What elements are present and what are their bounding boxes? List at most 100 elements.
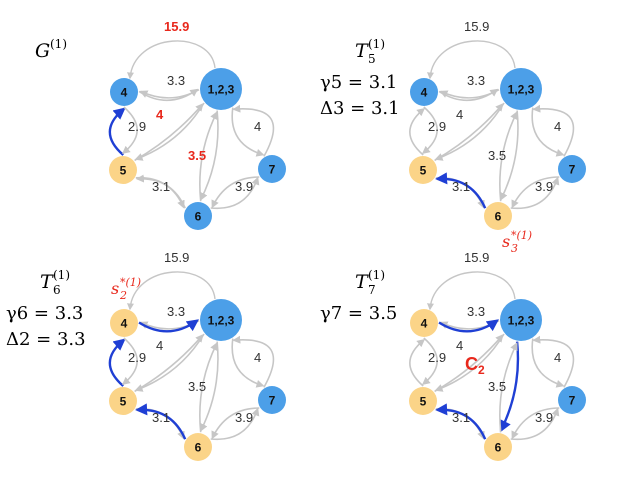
edge-n6-to-n7 <box>510 407 560 441</box>
edge-n7-to-n123 <box>532 104 575 157</box>
panel-value-line: γ6 = 3.3 <box>6 303 83 324</box>
edge-weight-label: 4 <box>156 338 163 353</box>
node-label: 4 <box>421 86 428 100</box>
panel-title-subscript: 5 <box>368 52 376 66</box>
edge-n5-to-n123 <box>134 103 204 162</box>
edge-n7-to-n123 <box>532 335 575 388</box>
panel-value-line: Δ3 = 3.1 <box>320 98 400 119</box>
edge-n123-to-n6 <box>500 110 519 201</box>
edge-n4-to-n123 <box>438 319 499 333</box>
edge-weight-label: 2.9 <box>428 350 446 365</box>
edge-n6-to-n123 <box>499 342 518 433</box>
edge-n6-to-n5 <box>135 403 187 440</box>
edge-weight-label: 3.9 <box>535 410 553 425</box>
node-n7 <box>258 386 286 414</box>
node-label: 6 <box>495 210 502 224</box>
edge-n123-to-n7 <box>231 107 265 157</box>
edge-n4-to-n5 <box>421 106 438 155</box>
edge-weight-label: 15.9 <box>164 250 189 265</box>
edge-n123-to-n6 <box>200 110 219 201</box>
edge-weight-label: 3.3 <box>167 73 185 88</box>
edge-123-to-4-long <box>127 271 216 311</box>
edge-n5-to-n123 <box>434 334 504 393</box>
node-n5 <box>109 156 137 184</box>
panel-title: T <box>355 40 369 62</box>
edge-123-to-4-long <box>427 271 516 311</box>
node-label: 1,2,3 <box>208 314 235 328</box>
edge-n123-to-n7 <box>531 338 565 388</box>
edge-weight-label: 4 <box>456 107 463 122</box>
node-label: 1,2,3 <box>508 83 535 97</box>
edge-weight-label: 3.9 <box>535 179 553 194</box>
edge-weight-label: 15.9 <box>164 19 189 34</box>
edge-n6-to-n123 <box>199 342 218 433</box>
optimal-node-subscript: 2 <box>119 289 127 302</box>
edge-weight-label: 3.1 <box>152 410 170 425</box>
edge-weight-label: 3.5 <box>488 148 506 163</box>
edge-weight-label: 3.5 <box>188 379 206 394</box>
node-n6 <box>484 202 512 230</box>
node-n123 <box>500 299 542 341</box>
node-label: 5 <box>420 164 427 178</box>
cycle-label: C <box>465 354 478 374</box>
node-n6 <box>484 433 512 461</box>
edge-weight-label: 4 <box>156 107 164 122</box>
edge-weight-label: 3.1 <box>452 179 470 194</box>
node-n5 <box>409 387 437 415</box>
panel-title-superscript: (1) <box>368 268 385 282</box>
node-n123 <box>200 299 242 341</box>
node-n4 <box>410 78 438 106</box>
node-label: 6 <box>495 441 502 455</box>
node-n7 <box>258 155 286 183</box>
node-label: 7 <box>269 394 276 408</box>
node-label: 1,2,3 <box>508 314 535 328</box>
edge-n6-to-n7 <box>210 176 260 210</box>
node-label: 5 <box>120 164 127 178</box>
optimal-node-superscript: *(1) <box>511 229 532 242</box>
edge-weight-label: 3.1 <box>452 410 470 425</box>
edge-n6-to-n123 <box>499 111 518 202</box>
edge-n4-to-n123 <box>138 88 199 102</box>
edge-n123-to-n7 <box>231 338 265 388</box>
edge-weight-label: 3.1 <box>152 179 170 194</box>
optimal-node-subscript: 3 <box>511 242 518 255</box>
node-n7 <box>558 386 586 414</box>
node-n4 <box>410 309 438 337</box>
edge-n4-to-n123 <box>438 88 499 102</box>
edge-n4-to-n5 <box>421 337 438 386</box>
edge-n6-to-n7 <box>510 176 560 210</box>
edge-weight-label: 3.9 <box>235 410 253 425</box>
edge-n7-to-n123 <box>232 335 275 388</box>
edge-weight-label: 15.9 <box>464 19 489 34</box>
edge-weight-label: 4 <box>456 338 463 353</box>
edge-weight-label: 3.3 <box>167 304 185 319</box>
edge-weight-label: 3.3 <box>467 73 485 88</box>
edge-n5-to-n4 <box>108 338 126 387</box>
edge-weight-label: 4 <box>554 119 561 134</box>
optimal-node-label: s <box>111 279 119 298</box>
node-n123 <box>200 68 242 110</box>
node-label: 6 <box>195 210 202 224</box>
node-label: 4 <box>421 317 428 331</box>
node-label: 4 <box>121 317 128 331</box>
panel-value-line: γ7 = 3.5 <box>320 303 397 324</box>
edge-n123-to-n7 <box>531 107 565 157</box>
optimal-node-label: s <box>502 232 510 251</box>
edge-n5-to-n4 <box>409 338 426 387</box>
node-n6 <box>184 433 212 461</box>
panel-title-superscript: (1) <box>368 37 385 51</box>
edge-n5-to-n123 <box>434 103 504 162</box>
node-label: 5 <box>420 395 427 409</box>
panel-title: G <box>35 40 50 62</box>
edge-weight-label: 3.5 <box>188 148 206 163</box>
edge-n4-to-n123 <box>138 319 199 333</box>
optimal-node-superscript: *(1) <box>120 276 141 289</box>
node-label: 5 <box>120 395 127 409</box>
node-n4 <box>110 309 138 337</box>
edge-weight-label: 2.9 <box>128 350 146 365</box>
edge-n6-to-n5 <box>435 172 487 209</box>
